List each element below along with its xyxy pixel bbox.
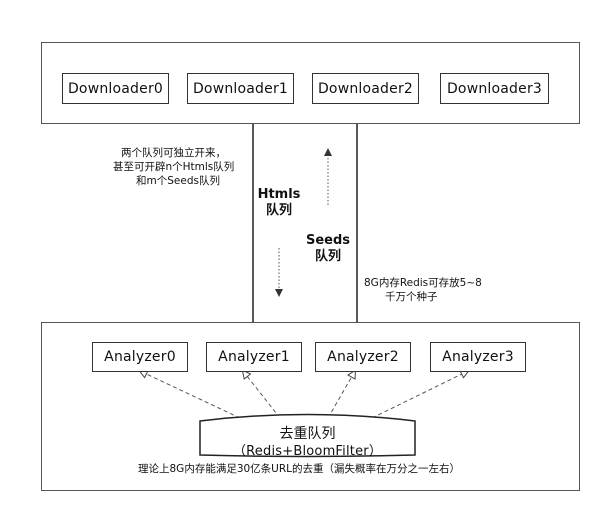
dedup-queue-title: 去重队列	[279, 426, 336, 442]
downloader3-node: Downloader3	[440, 73, 549, 104]
analyzer2-node: Analyzer2	[315, 342, 411, 372]
analyzer3-node: Analyzer3	[430, 342, 526, 372]
dedup-to-analyzer1-arrow	[243, 371, 281, 419]
queues-note-line1: 两个队列可独立开来，	[121, 147, 226, 159]
redis-note-line1: 8G内存Redis可存放5~8	[364, 277, 482, 289]
dedup-to-analyzer2-arrow	[327, 371, 355, 419]
queues-note-line2: 甚至可开辟n个Htmls队列	[113, 161, 235, 173]
dedup-queue-subtitle: （Redis+BloomFilter）	[232, 444, 383, 459]
htmls-queue-label-line1: Htmls	[257, 187, 301, 202]
queues-note-line3: 和m个Seeds队列	[136, 175, 220, 187]
dedup-queue-shape	[199, 413, 416, 458]
seeds-queue-label-line1: Seeds	[305, 233, 351, 248]
redis-note-line2: 千万个种子	[385, 291, 438, 303]
htmls-queue-label-line2: 队列	[265, 203, 292, 218]
dedup-capacity-note: 理论上8G内存能满足30亿条URL的去重（漏失概率在万分之一左右）	[138, 463, 461, 475]
downloader1-node: Downloader1	[187, 73, 294, 104]
downloader2-node: Downloader2	[312, 73, 419, 104]
downloader0-node: Downloader0	[62, 73, 169, 104]
dedup-to-analyzer3-arrow	[371, 371, 468, 419]
analyzer1-node: Analyzer1	[206, 342, 302, 372]
dedup-to-analyzer0-arrow	[140, 371, 241, 419]
analyzer0-node: Analyzer0	[92, 342, 188, 372]
seeds-queue-label-line2: 队列	[314, 249, 341, 264]
